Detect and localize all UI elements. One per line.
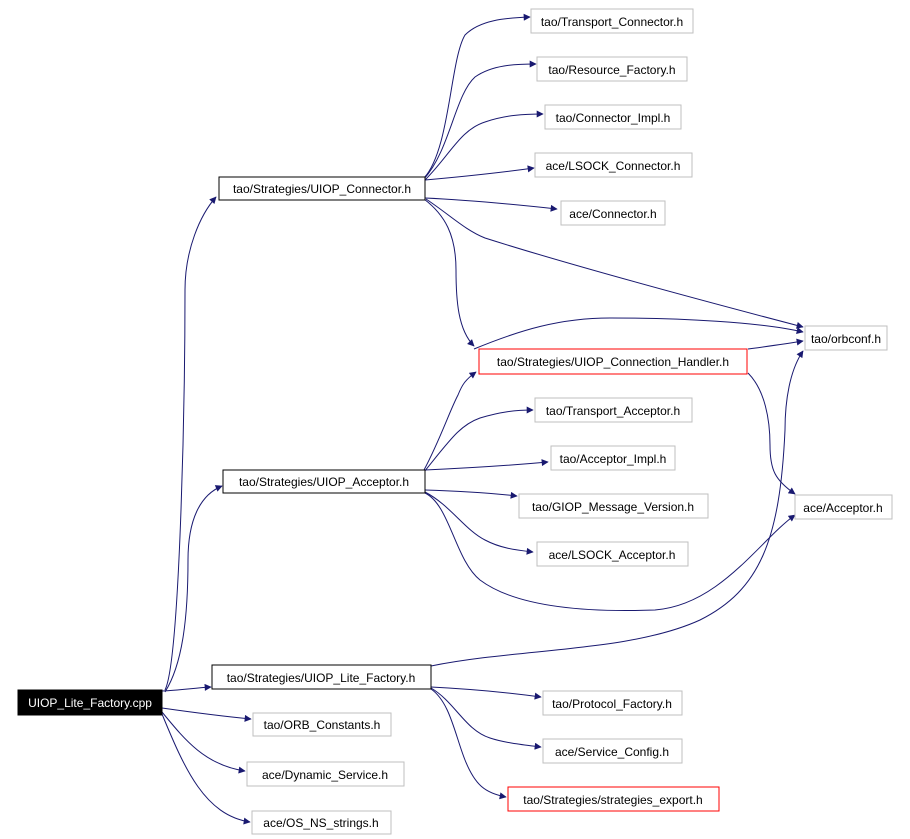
edge-lite-factory-to-service-config xyxy=(430,687,542,750)
node-lsock-acceptor[interactable]: ace/LSOCK_Acceptor.h xyxy=(536,541,689,567)
node-dynamic-service-label: ace/Dynamic_Service.h xyxy=(262,768,388,782)
node-ace-connector[interactable]: ace/Connector.h xyxy=(560,200,666,226)
node-os-ns-strings-label: ace/OS_NS_strings.h xyxy=(263,816,378,830)
node-ace-connector-label: ace/Connector.h xyxy=(569,207,656,221)
node-acceptor-impl-label: tao/Acceptor_Impl.h xyxy=(560,452,667,466)
node-transport-acceptor-label: tao/Transport_Acceptor.h xyxy=(546,404,680,418)
node-service-config-label: ace/Service_Config.h xyxy=(555,745,669,759)
node-transport-connector[interactable]: tao/Transport_Connector.h xyxy=(530,8,694,34)
node-connector-h-label: tao/Strategies/UIOP_Connector.h xyxy=(233,182,411,196)
edge-acceptor-to-ace-acceptor xyxy=(424,492,796,612)
node-giop-message-version-label: tao/GIOP_Message_Version.h xyxy=(532,500,694,514)
node-strategies-export-label: tao/Strategies/strategies_export.h xyxy=(523,793,702,807)
edge-acceptor-to-acceptor-impl xyxy=(424,459,549,471)
node-transport-acceptor[interactable]: tao/Transport_Acceptor.h xyxy=(534,397,693,423)
node-resource-factory-label: tao/Resource_Factory.h xyxy=(548,63,675,77)
node-root[interactable]: UIOP_Lite_Factory.cpp xyxy=(17,689,163,716)
edge-acceptor-to-lsock-acceptor xyxy=(424,491,534,555)
node-protocol-factory[interactable]: tao/Protocol_Factory.h xyxy=(542,690,683,716)
node-resource-factory[interactable]: tao/Resource_Factory.h xyxy=(536,56,688,82)
edge-lite-factory-to-strategies-export xyxy=(430,688,507,800)
node-ace-acceptor-label: ace/Acceptor.h xyxy=(803,501,882,515)
edge-root-to-orb-constants xyxy=(161,707,252,722)
node-orbconf[interactable]: tao/orbconf.h xyxy=(804,325,888,351)
node-lsock-acceptor-label: ace/LSOCK_Acceptor.h xyxy=(549,548,676,562)
edge-root-to-dynamic-service xyxy=(161,711,246,774)
node-lite-factory-h[interactable]: tao/Strategies/UIOP_Lite_Factory.h xyxy=(211,664,432,690)
edge-lite-factory-to-orbconf xyxy=(430,350,804,667)
edge-connector-to-orbconf xyxy=(425,198,804,329)
node-lsock-connector[interactable]: ace/LSOCK_Connector.h xyxy=(534,152,693,178)
node-orb-constants[interactable]: tao/ORB_Constants.h xyxy=(252,712,392,737)
node-connection-handler[interactable]: tao/Strategies/UIOP_Connection_Handler.h xyxy=(478,348,748,375)
edge-connector-to-ace-connector xyxy=(424,197,558,212)
edge-root-to-lite-factory xyxy=(161,683,212,692)
edge-root-to-connector xyxy=(164,196,217,691)
edge-root-to-acceptor xyxy=(164,485,223,693)
edge-connector-to-transport-connector xyxy=(423,13,531,179)
edge-acceptor-to-transport-acceptor xyxy=(423,406,534,473)
node-orbconf-label: tao/orbconf.h xyxy=(811,332,881,346)
node-acceptor-impl[interactable]: tao/Acceptor_Impl.h xyxy=(550,445,676,471)
edge-root-to-os-ns-strings xyxy=(161,713,251,825)
edge-connection-handler-to-orbconf xyxy=(473,317,804,350)
edge-connector-to-resource-factory xyxy=(423,60,537,180)
node-acceptor-h-label: tao/Strategies/UIOP_Acceptor.h xyxy=(239,475,409,489)
node-lsock-connector-label: ace/LSOCK_Connector.h xyxy=(546,159,681,173)
node-connector-h[interactable]: tao/Strategies/UIOP_Connector.h xyxy=(218,176,426,201)
node-connector-impl-label: tao/Connector_Impl.h xyxy=(556,111,671,125)
node-giop-message-version[interactable]: tao/GIOP_Message_Version.h xyxy=(518,493,709,519)
edge-connector-to-connection-handler xyxy=(423,198,475,347)
node-service-config[interactable]: ace/Service_Config.h xyxy=(542,738,683,764)
node-strategies-export[interactable]: tao/Strategies/strategies_export.h xyxy=(507,786,720,812)
edge-connector-to-lsock-connector xyxy=(424,165,535,181)
node-root-label: UIOP_Lite_Factory.cpp xyxy=(28,696,152,710)
node-orb-constants-label: tao/ORB_Constants.h xyxy=(264,718,381,732)
node-dynamic-service[interactable]: ace/Dynamic_Service.h xyxy=(246,761,405,787)
edge-connection-handler-to-orbconf-direct xyxy=(747,338,804,350)
edge-lite-factory-to-protocol-factory xyxy=(430,686,542,700)
node-os-ns-strings[interactable]: ace/OS_NS_strings.h xyxy=(251,810,392,835)
edge-acceptor-to-giop-message-version xyxy=(424,489,518,499)
node-ace-acceptor[interactable]: ace/Acceptor.h xyxy=(794,494,893,520)
node-connector-impl[interactable]: tao/Connector_Impl.h xyxy=(544,104,682,130)
edge-connector-to-connector-impl xyxy=(424,110,544,181)
node-lite-factory-h-label: tao/Strategies/UIOP_Lite_Factory.h xyxy=(227,671,416,685)
node-transport-connector-label: tao/Transport_Connector.h xyxy=(541,15,683,29)
node-protocol-factory-label: tao/Protocol_Factory.h xyxy=(552,697,672,711)
node-acceptor-h[interactable]: tao/Strategies/UIOP_Acceptor.h xyxy=(222,469,426,494)
edge-acceptor-to-connection-handler xyxy=(423,371,477,471)
node-connection-handler-label: tao/Strategies/UIOP_Connection_Handler.h xyxy=(497,355,729,369)
